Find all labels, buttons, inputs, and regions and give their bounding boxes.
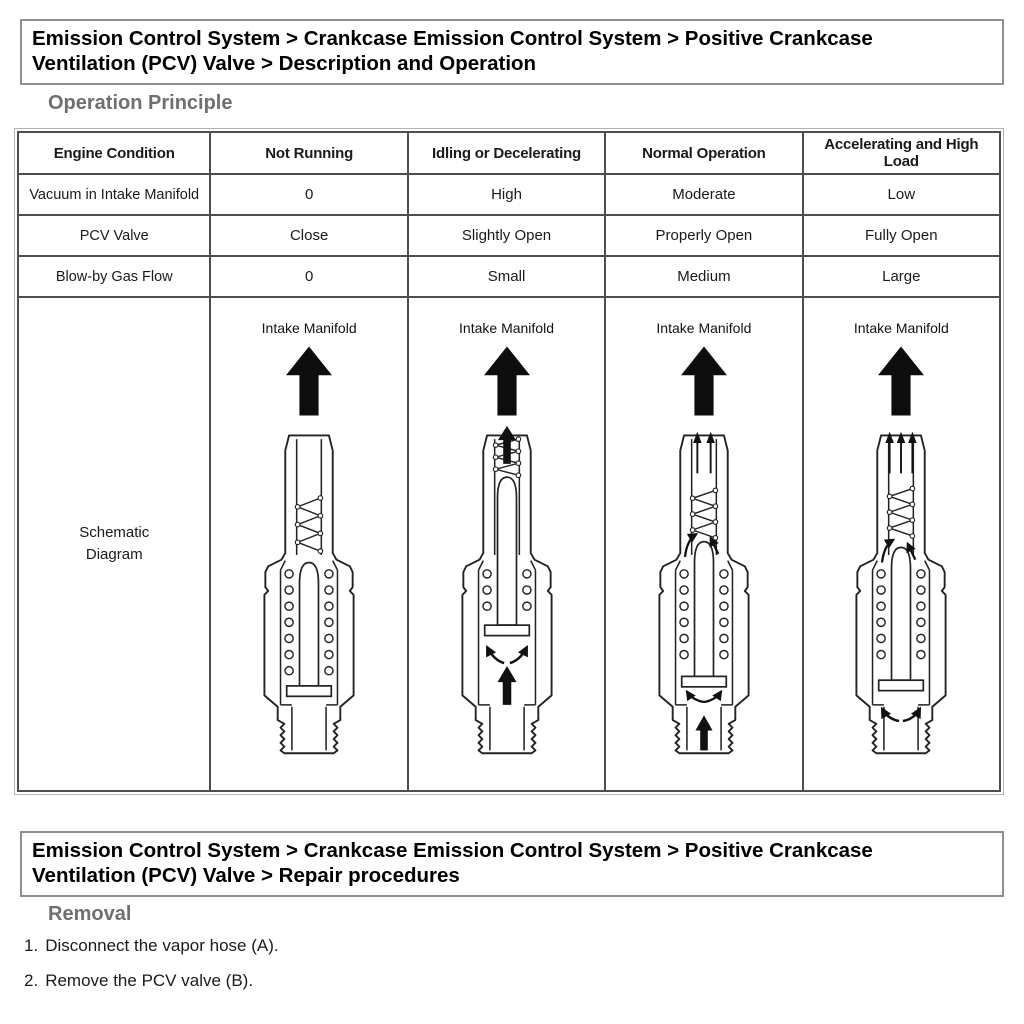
- valve-drawing-holder: [628, 424, 780, 762]
- intake-manifold-label: Intake Manifold: [459, 320, 554, 336]
- step-number: 2.: [24, 971, 39, 990]
- table-cell: 0: [209, 255, 409, 298]
- pcv-diagram-normal: Intake Manifold: [608, 300, 799, 762]
- flow-up-arrow-icon: [680, 346, 727, 416]
- breadcrumb-repair-procedures: Emission Control System > Crankcase Emis…: [20, 831, 1004, 897]
- intake-manifold-label: Intake Manifold: [656, 320, 752, 336]
- valve-drawing-holder: [431, 424, 583, 762]
- schematic-cell-idling: Intake Manifold: [406, 296, 607, 792]
- table-row-pcv-valve: PCV Valve Close Slightly Open Properly O…: [16, 214, 1002, 257]
- valve-drawing-holder: [233, 424, 385, 762]
- pcv-valve-cross-section-closed: [263, 434, 355, 755]
- intake-manifold-label: Intake Manifold: [853, 320, 949, 336]
- schematic-diagram-label: Schematic Diagram: [79, 524, 150, 563]
- table-cell: Fully Open: [801, 214, 1002, 257]
- flow-up-arrow-icon: [878, 346, 925, 416]
- pcv-valve-cross-section-slightly-open: [460, 425, 553, 755]
- row-label-schematic-cell: Schematic Diagram: [16, 296, 212, 792]
- schematic-cell-accelerating: Intake Manifold: [801, 296, 1002, 792]
- removal-step-2: 2. Remove the PCV valve (B).: [24, 971, 279, 991]
- removal-heading: Removal: [48, 903, 132, 925]
- pcv-diagram-not-running: Intake Manifold: [213, 300, 404, 762]
- header-idling-or-decelerating: Idling or Decelerating: [406, 131, 607, 175]
- row-label-vacuum: Vacuum in Intake Manifold: [16, 173, 212, 216]
- removal-steps-list: 1. Disconnect the vapor hose (A). 2. Rem…: [24, 936, 279, 1006]
- table-row-blowby-gas-flow: Blow-by Gas Flow 0 Small Medium Large: [16, 255, 1002, 298]
- row-label-pcv-valve: PCV Valve: [16, 214, 212, 257]
- breadcrumb-description-and-operation: Emission Control System > Crankcase Emis…: [20, 19, 1004, 85]
- header-not-running: Not Running: [209, 131, 409, 175]
- step-number: 1.: [24, 936, 39, 955]
- intake-manifold-label: Intake Manifold: [261, 320, 357, 336]
- valve-drawing-holder: [825, 424, 977, 762]
- operation-principle-heading: Operation Principle: [48, 92, 233, 114]
- flow-up-arrow-icon: [286, 346, 333, 416]
- table-cell: Small: [406, 255, 607, 298]
- table-header-row: Engine Condition Not Running Idling or D…: [16, 131, 1002, 175]
- header-accelerating-high-load: Accelerating and High Load: [801, 131, 1002, 175]
- table-cell: Medium: [604, 255, 804, 298]
- table-cell: 0: [209, 173, 409, 216]
- step-text: Disconnect the vapor hose (A).: [45, 936, 279, 955]
- table-cell: Large: [801, 255, 1002, 298]
- pcv-valve-cross-section-fully-open: [855, 431, 947, 755]
- table-cell: High: [406, 173, 607, 216]
- flow-up-arrow-icon: [483, 346, 530, 416]
- table-row-schematic-diagram: Schematic Diagram Intake Manifold Intake…: [16, 296, 1002, 792]
- pcv-valve-cross-section-properly-open: [658, 431, 750, 755]
- pcv-diagram-accelerating: Intake Manifold: [806, 300, 997, 762]
- table-cell: Low: [801, 173, 1002, 216]
- operation-principle-table: Engine Condition Not Running Idling or D…: [16, 131, 1002, 792]
- table-cell: Close: [209, 214, 409, 257]
- step-text: Remove the PCV valve (B).: [45, 971, 254, 990]
- table-cell: Slightly Open: [406, 214, 607, 257]
- table-row-vacuum: Vacuum in Intake Manifold 0 High Moderat…: [16, 173, 1002, 216]
- removal-step-1: 1. Disconnect the vapor hose (A).: [24, 936, 279, 956]
- pcv-diagram-idling: Intake Manifold: [411, 300, 602, 762]
- operation-principle-table-wrapper: Engine Condition Not Running Idling or D…: [14, 128, 1004, 795]
- schematic-cell-normal: Intake Manifold: [604, 296, 804, 792]
- schematic-cell-not-running: Intake Manifold: [209, 296, 409, 792]
- row-label-blowby: Blow-by Gas Flow: [16, 255, 212, 298]
- table-cell: Properly Open: [604, 214, 804, 257]
- header-normal-operation: Normal Operation: [604, 131, 804, 175]
- table-cell: Moderate: [604, 173, 804, 216]
- header-engine-condition: Engine Condition: [16, 131, 212, 175]
